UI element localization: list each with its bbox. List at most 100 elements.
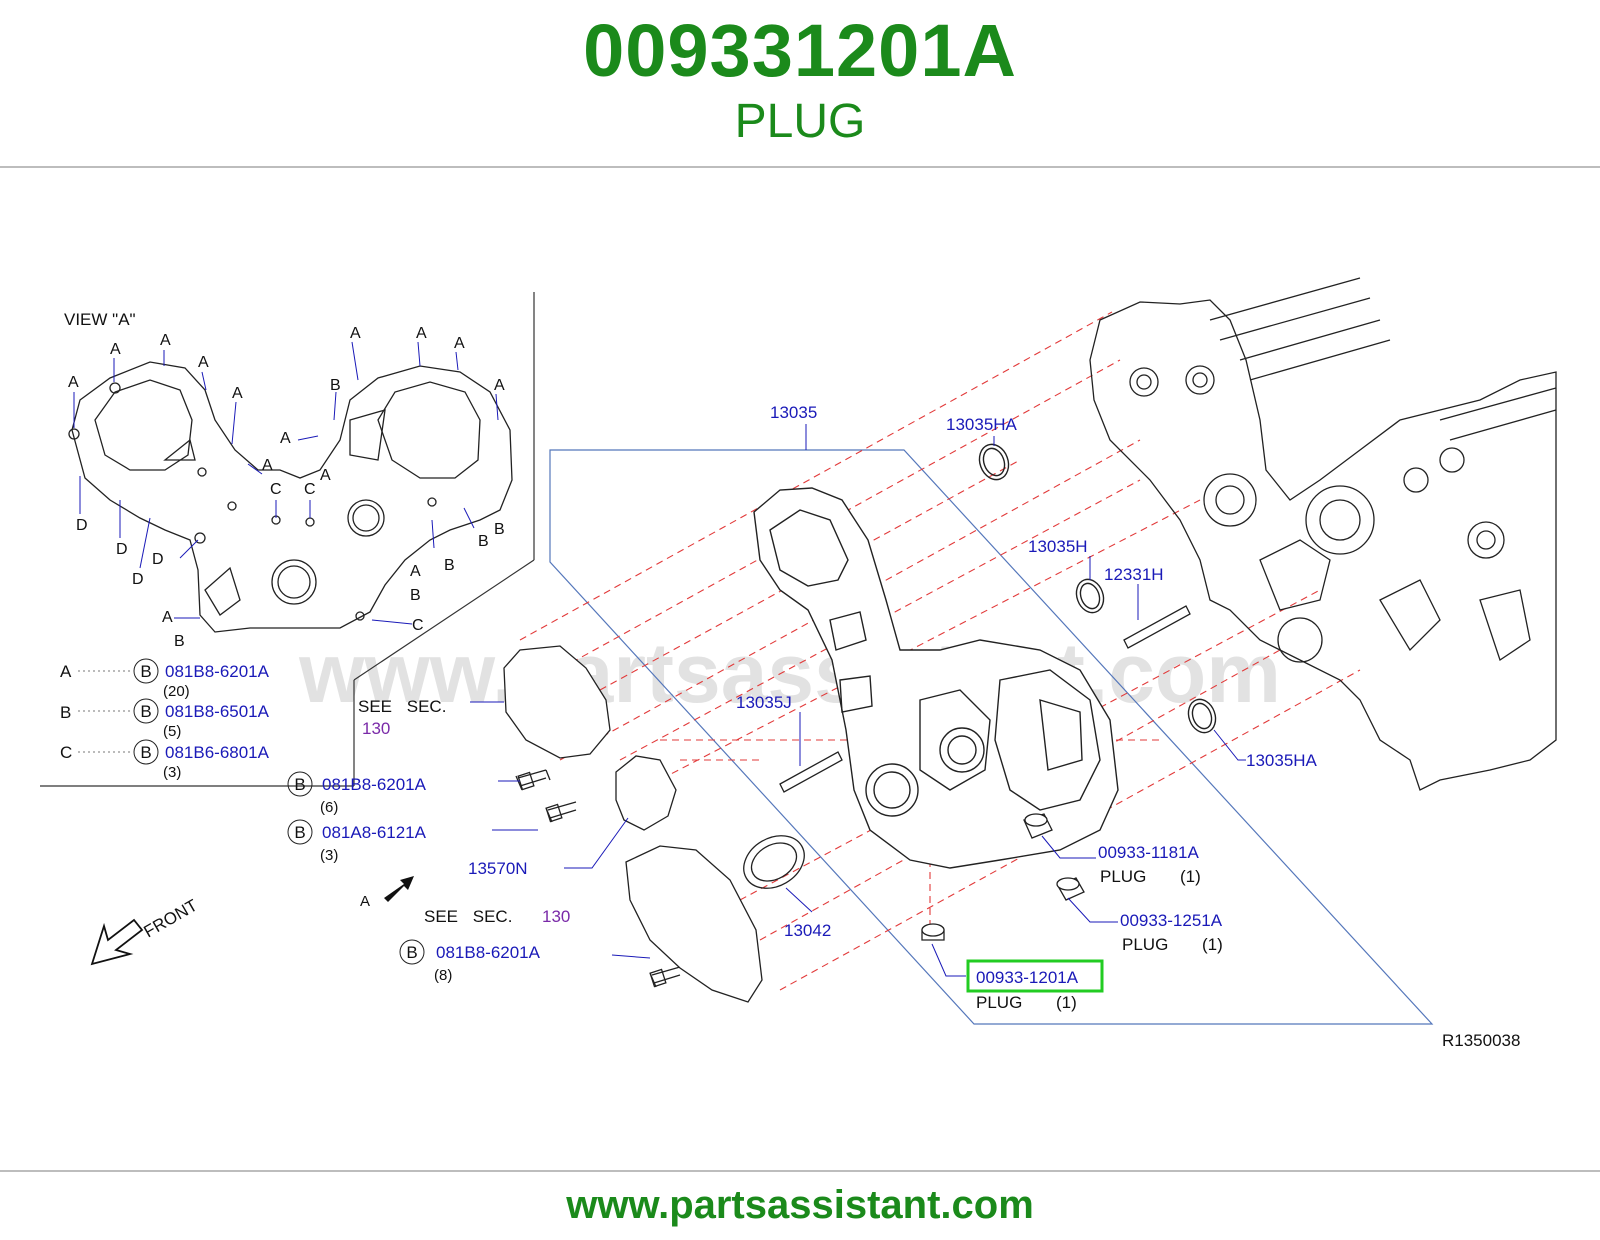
svg-text:A: A [350,325,361,342]
svg-text:A: A [416,325,427,342]
legend-row-a: A B 081B8-6201A (20) [60,658,270,700]
svg-text:B: B [494,521,505,538]
svg-text:B: B [478,533,489,550]
legend-key: C [60,743,72,762]
plug-label: PLUG [1100,867,1146,886]
svg-text:A: A [232,385,243,402]
legend: A B 081B8-6201A (20) B B 081B8-6501A (5)… [60,658,270,781]
legend-part-link[interactable]: 081B6-6801A [165,743,270,762]
plug-label: PLUG [1122,935,1168,954]
svg-text:A: A [160,332,171,349]
side-covers [503,645,805,1003]
part-13035-link[interactable]: 13035 [770,403,817,422]
svg-text:A: A [454,335,465,352]
footer-divider [0,1170,1600,1172]
svg-text:B: B [444,557,455,574]
bolt-circle-letter: B [294,823,305,842]
view-a-leaders [73,341,499,625]
svg-text:B: B [410,587,421,604]
legend-row-b: B B 081B8-6501A (5) [60,698,270,740]
view-a-arrow: A [360,876,414,910]
view-a-gasket [68,361,513,633]
view-a-title: VIEW "A" [64,310,136,329]
legend-qty: (5) [163,723,181,740]
svg-text:C: C [304,481,316,498]
svg-text:D: D [152,551,164,568]
assembly-frame [549,449,1434,1025]
bolt-part-link[interactable]: 081B8-6201A [322,775,427,794]
svg-text:B: B [174,633,185,650]
svg-text:C: C [270,481,282,498]
legend-row-c: C B 081B6-6801A (3) [60,739,270,781]
view-a-frame [40,292,535,787]
timing-cover [753,487,1119,869]
svg-text:A: A [162,609,173,626]
part-13035ha-right-link[interactable]: 13035HA [1246,751,1318,770]
legend-key: A [60,662,72,681]
part-leaders [470,424,1246,977]
part-name-subtitle: PLUG [734,95,866,148]
part-13570n-link[interactable]: 13570N [468,859,528,878]
sec-number-link[interactable]: 130 [542,907,570,926]
svg-text:A: A [320,467,331,484]
see-section-refs: SEE SEC. 130 SEE SEC. 130 [358,697,570,926]
diagram-ref-code: R1350038 [1442,1031,1520,1050]
svg-text:A: A [280,430,291,447]
part-00933-1201a-link[interactable]: 00933-1201A [976,968,1079,987]
svg-text:D: D [76,517,88,534]
bolt-icons [515,769,681,988]
part-00933-1181a-link[interactable]: 00933-1181A [1098,843,1199,862]
plug-label: PLUG [976,993,1022,1012]
plug-qty: (1) [1202,935,1223,954]
part-number-title: 009331201A [583,9,1017,92]
see-sec-label: SEE SEC. [358,697,446,716]
part-labels: 13035 13035HA 13035H 12331H 13035J 13035… [468,403,1318,1012]
svg-text:A: A [68,374,79,391]
sec-number-link[interactable]: 130 [362,719,390,738]
legend-part-link[interactable]: 081B8-6501A [165,702,270,721]
header-divider [0,166,1600,168]
selected-part-highlight [966,959,1104,993]
svg-text:B: B [330,377,341,394]
bolt-qty: (3) [320,847,338,864]
part-13035h-link[interactable]: 13035H [1028,537,1088,556]
legend-part-link[interactable]: 081B8-6201A [165,662,270,681]
svg-text:A: A [262,457,273,474]
svg-text:C: C [412,617,424,634]
svg-text:D: D [132,571,144,588]
engine-block [1089,277,1557,791]
legend-circle-letter: B [140,702,151,721]
bolt-part-link[interactable]: 081A8-6121A [322,823,427,842]
legend-key: B [60,703,71,722]
part-13035ha-top-link[interactable]: 13035HA [946,415,1018,434]
watermark: www.partsassistant.com [298,626,1281,720]
svg-text:A: A [110,341,121,358]
bolt-circle-letter: B [406,943,417,962]
dowel-pins [779,605,1191,793]
svg-text:D: D [116,541,128,558]
bolt-part-link[interactable]: 081B8-6201A [436,943,541,962]
bolt-callouts: B 081B8-6201A (6) B 081A8-6121A (3) B 08… [287,771,541,984]
svg-text:A: A [198,354,209,371]
svg-text:A: A [410,563,421,580]
part-13042-link[interactable]: 13042 [784,921,831,940]
legend-qty: (20) [163,683,190,700]
legend-qty: (3) [163,764,181,781]
plug-icons [921,813,1085,941]
bolt-qty: (8) [434,967,452,984]
see-sec-label: SEE SEC. [424,907,512,926]
part-13035j-link[interactable]: 13035J [736,693,792,712]
footer-url-link[interactable]: www.partsassistant.com [566,1183,1034,1227]
bolt-circle-letter: B [294,775,305,794]
legend-circle-letter: B [140,662,151,681]
diagram-panel [0,268,1600,1068]
part-00933-1251a-link[interactable]: 00933-1251A [1120,911,1223,930]
o-rings [978,443,1217,734]
legend-circle-letter: B [140,743,151,762]
view-arrow-label: A [360,893,370,910]
part-12331h-link[interactable]: 12331H [1104,565,1164,584]
bolt-qty: (6) [320,799,338,816]
svg-text:A: A [494,377,505,394]
